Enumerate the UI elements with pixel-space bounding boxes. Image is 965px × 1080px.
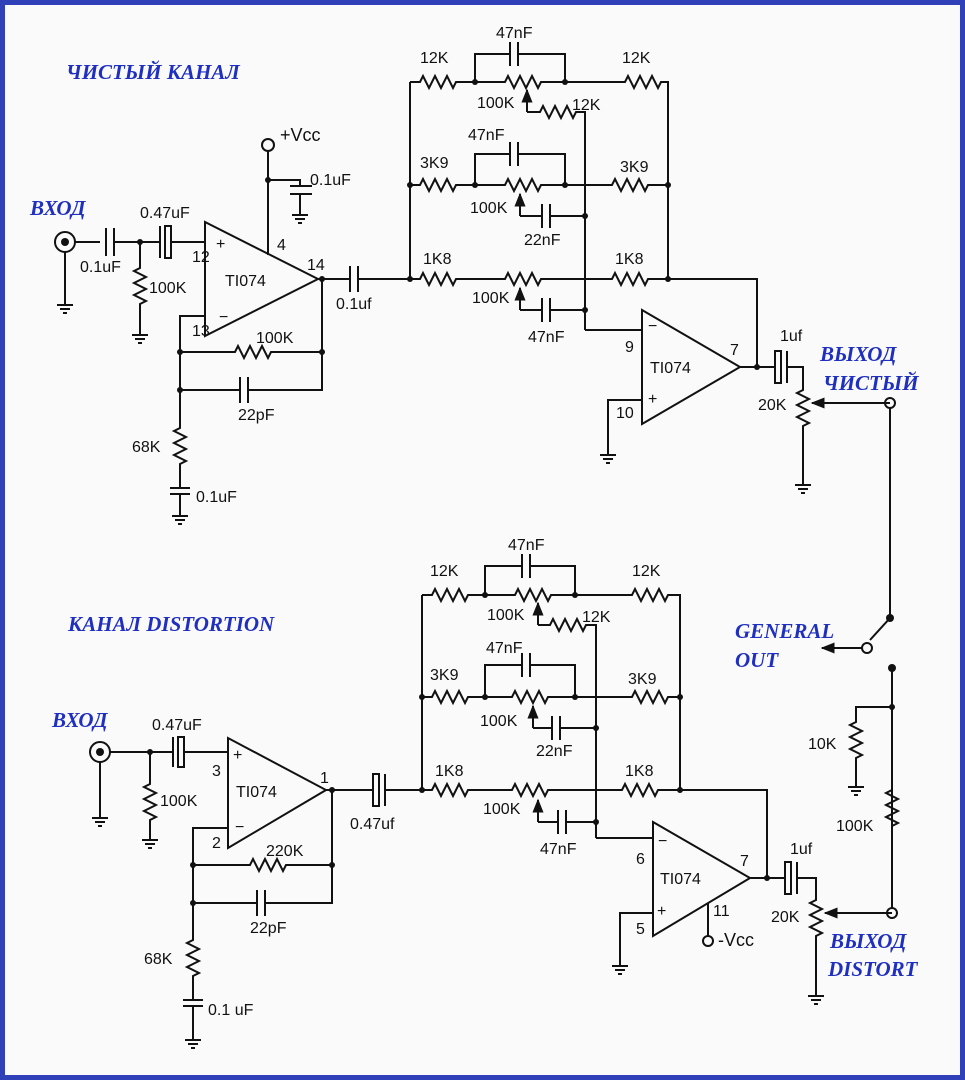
pin-u2-plus: 10 <box>616 405 634 422</box>
dist-r-fb: 220K <box>266 843 304 860</box>
input-jack-clean[interactable] <box>54 228 160 314</box>
clean-c-t2: 47nF <box>468 127 505 144</box>
dist-c-o: 1uf <box>790 841 813 858</box>
dist-r-t1l: 12K <box>430 563 459 580</box>
dist-p-t3: 100K <box>483 801 521 818</box>
clean-c-t3w: 47nF <box>528 329 565 346</box>
input-jack-dist[interactable] <box>89 741 111 827</box>
clean-c-out: 0.1uf <box>336 296 372 313</box>
title-clean: ЧИСТЫЙ КАНАЛ <box>66 60 240 84</box>
general-out-switch[interactable] <box>820 614 896 908</box>
opamp-u2 <box>641 308 742 426</box>
pin-u2-minus: 9 <box>625 339 634 356</box>
clean-r-t1r: 12K <box>622 50 651 67</box>
clean-r-t3l: 1K8 <box>423 251 452 268</box>
dist-r-t1r: 12K <box>632 563 661 580</box>
label-vcc: +Vcc <box>280 125 321 145</box>
dist-c-t2: 47nF <box>486 640 523 657</box>
label-out-dist-1: ВЫХОД <box>829 929 907 953</box>
dist-c-t1: 47nF <box>508 537 545 554</box>
label-general-2: OUT <box>735 648 779 672</box>
clean-r-t2l: 3K9 <box>420 155 449 172</box>
clean-c-fb: 22pF <box>238 407 275 424</box>
opamp-u2-label: TI074 <box>650 360 691 377</box>
label-out-dist-2: DISTORT <box>827 957 919 981</box>
clean-r-fb: 100K <box>256 330 294 347</box>
dist-r-t3r: 1K8 <box>625 763 654 780</box>
pin-u1-vcc: 4 <box>277 237 286 254</box>
opamp-u1 <box>200 220 321 338</box>
clean-r-t1w: 12K <box>572 97 601 114</box>
dist-r-mix2: 100K <box>836 818 874 835</box>
dist-r-t3l: 1K8 <box>435 763 464 780</box>
u4-plus-sign: + <box>657 903 666 920</box>
dist-p-vol: 20K <box>771 909 800 926</box>
dist-r-g: 68K <box>144 951 173 968</box>
clean-c-g: 0.1uF <box>196 489 237 506</box>
u2-minus-sign: − <box>648 318 657 335</box>
clean-r-g: 68K <box>132 439 161 456</box>
label-out-clean-2: ЧИСТЫЙ <box>823 371 919 395</box>
clean-c-o: 1uf <box>780 328 803 345</box>
clean-c-in1: 0.1uF <box>80 259 121 276</box>
dist-c-out: 0.47uf <box>350 816 395 833</box>
opamp-u1-label: TI074 <box>225 273 266 290</box>
u3-minus-sign: − <box>235 819 244 836</box>
u1-plus-sign: + <box>216 236 225 253</box>
pin-u2-out: 7 <box>730 342 739 359</box>
clean-p-t1: 100K <box>477 95 515 112</box>
u1-minus-sign: − <box>219 309 228 326</box>
opamp-u3-label: TI074 <box>236 784 277 801</box>
clean-r-t3r: 1K8 <box>615 251 644 268</box>
pin-u4-plus: 5 <box>636 921 645 938</box>
clean-c-t1: 47nF <box>496 25 533 42</box>
u3-plus-sign: + <box>233 747 242 764</box>
title-dist: КАНАЛ DISTORTION <box>67 612 275 636</box>
dist-c-in: 0.47uF <box>152 717 202 734</box>
dist-r-in: 100K <box>160 793 198 810</box>
pin-u1-minus: 13 <box>192 323 210 340</box>
opamp-u3 <box>227 736 329 850</box>
dist-r-mix1: 10K <box>808 736 837 753</box>
opamp-u4 <box>652 820 752 938</box>
u4-minus-sign: − <box>658 833 667 850</box>
clean-p-t3: 100K <box>472 290 510 307</box>
dist-r-t2l: 3K9 <box>430 667 459 684</box>
pin-u4-vee: 11 <box>713 903 730 920</box>
u2-plus-sign: + <box>648 391 657 408</box>
label-general-1: GENERAL <box>735 619 834 643</box>
pin-u3-out: 1 <box>320 770 329 787</box>
dist-p-t1: 100K <box>487 607 525 624</box>
dist-p-t2: 100K <box>480 713 518 730</box>
distortion-channel <box>89 554 901 1049</box>
dist-c-t2w: 22nF <box>536 743 573 760</box>
clean-c-vcc: 0.1uF <box>310 172 351 189</box>
pin-u4-minus: 6 <box>636 851 645 868</box>
label-in-dist: ВХОД <box>51 708 108 732</box>
clean-p-vol: 20K <box>758 397 787 414</box>
clean-c-t2w: 22nF <box>524 232 561 249</box>
clean-r-t1l: 12K <box>420 50 449 67</box>
dist-r-t2r: 3K9 <box>628 671 657 688</box>
clean-r-t2r: 3K9 <box>620 159 649 176</box>
pin-u4-out: 7 <box>740 853 749 870</box>
dist-c-t3w: 47nF <box>540 841 577 858</box>
clean-p-t2: 100K <box>470 200 508 217</box>
pin-u3-plus: 3 <box>212 763 221 780</box>
clean-c-in2: 0.47uF <box>140 205 190 222</box>
dist-r-t1w: 12K <box>582 609 611 626</box>
label-out-clean-1: ВЫХОД <box>819 342 897 366</box>
label-vee: -Vcc <box>718 930 754 950</box>
clean-r-in: 100K <box>149 280 187 297</box>
pin-u1-out: 14 <box>307 257 325 274</box>
label-in-clean: ВХОД <box>29 196 86 220</box>
opamp-u4-label: TI074 <box>660 871 701 888</box>
pin-u3-minus: 2 <box>212 835 221 852</box>
pin-u1-plus: 12 <box>192 249 210 266</box>
dist-c-fb: 22pF <box>250 920 287 937</box>
dist-c-g: 0.1 uF <box>208 1002 254 1019</box>
clean-channel <box>54 42 896 615</box>
